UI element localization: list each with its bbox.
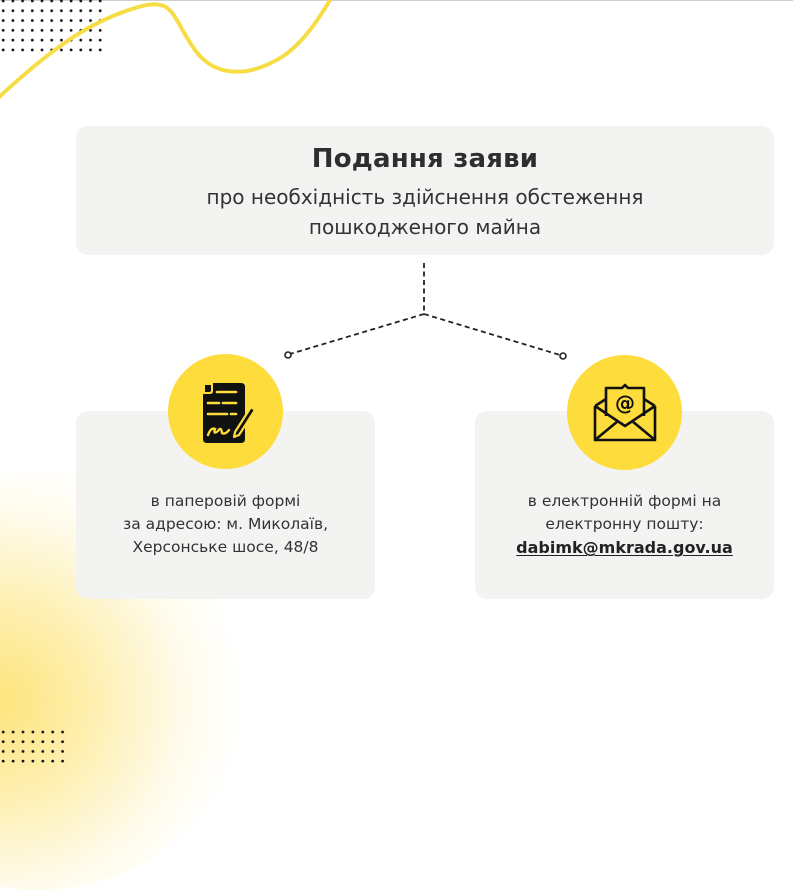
email-icon-circle: @ <box>567 355 682 470</box>
connector-node-right <box>559 352 567 360</box>
subtitle-line-1: про необхідність здійснення обстеження <box>206 185 644 209</box>
svg-text:@: @ <box>615 391 635 415</box>
option-paper-address-line-2: Херсонське шосе, 48/8 <box>132 538 319 556</box>
option-electronic-text: в електронній формі на електронну пошту:… <box>475 490 774 560</box>
subtitle-line-2: пошкодженого майна <box>308 215 542 239</box>
open-envelope-at-icon: @ <box>593 383 656 441</box>
option-paper-text: в паперовій формі за адресою: м. Миколаї… <box>76 490 375 559</box>
option-paper-address-line-1: за адресою: м. Миколаїв, <box>122 515 329 533</box>
page-subtitle: про необхідність здійснення обстеження п… <box>76 182 774 242</box>
option-electronic-line-1: в електронній формі на <box>527 492 722 510</box>
connector-node-left <box>284 351 292 359</box>
email-link[interactable]: dabimk@mkrada.gov.ua <box>516 538 733 557</box>
dashed-branch-connector <box>284 263 567 360</box>
top-border <box>0 0 793 1</box>
option-electronic-line-2: електронну пошту: <box>545 515 704 533</box>
paper-icon-circle <box>168 354 283 469</box>
yellow-wave-decoration <box>0 0 332 99</box>
header-card: Подання заяви про необхідність здійсненн… <box>76 126 774 255</box>
signed-document-icon <box>202 382 258 443</box>
dot-grid-bottom-left <box>0 727 70 764</box>
page-title: Подання заяви <box>311 144 539 174</box>
option-paper-line-1: в паперовій формі <box>150 492 301 510</box>
